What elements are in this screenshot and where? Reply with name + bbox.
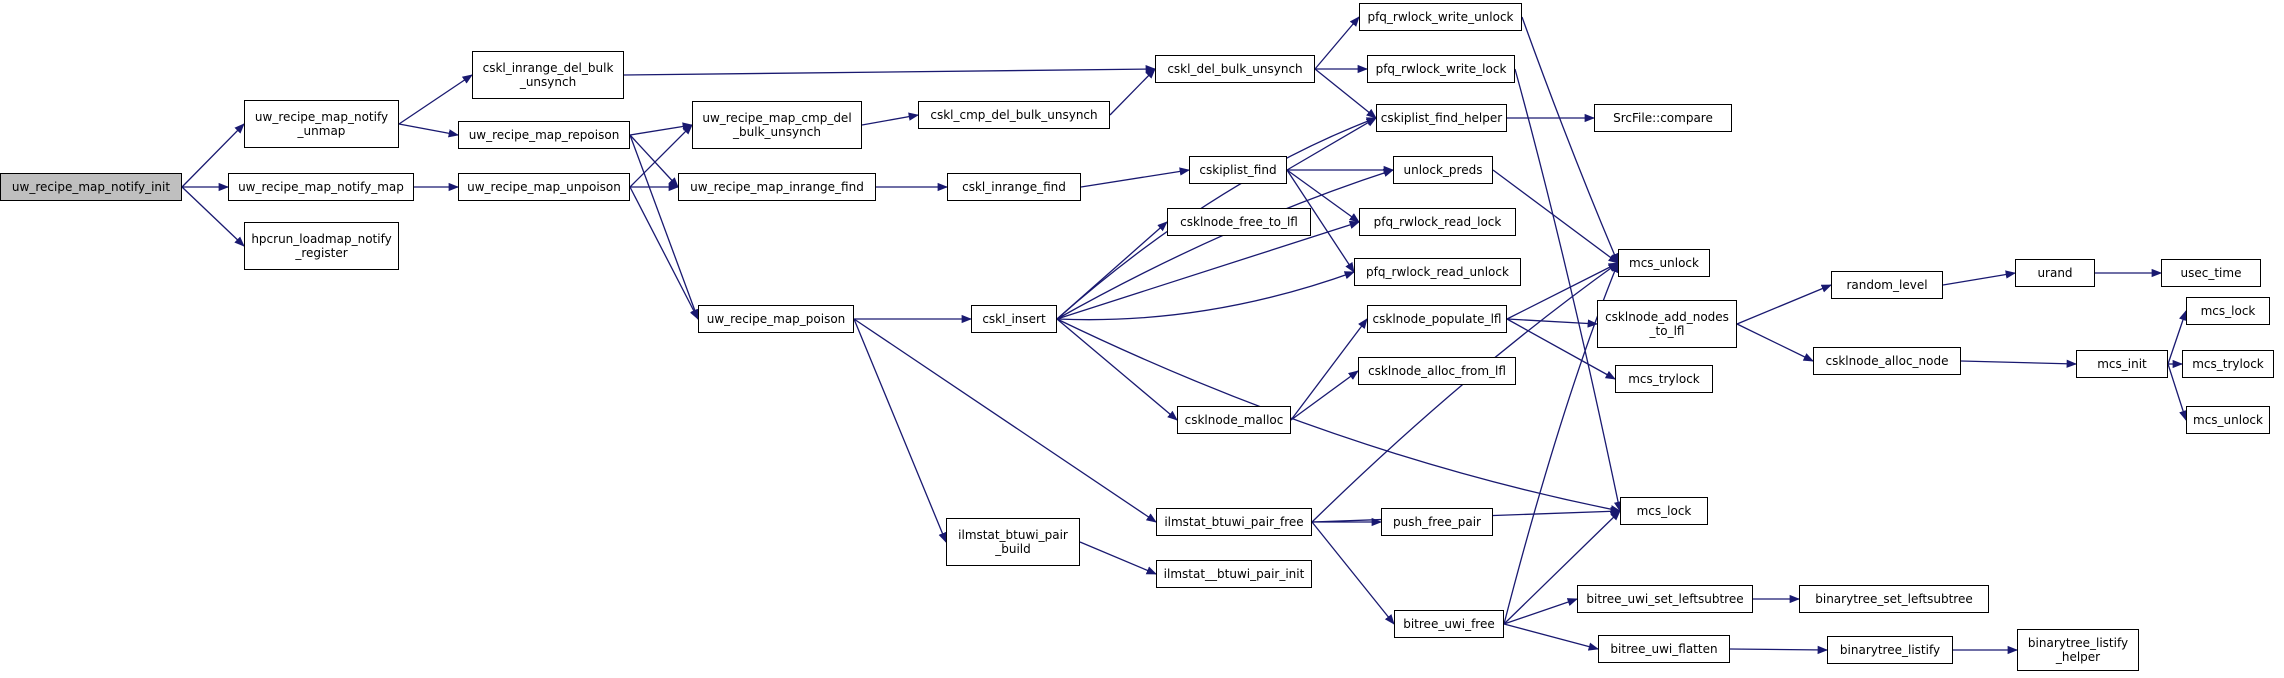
edge-n7-n8 (629, 124, 693, 188)
node-uw-recipe-map-notify-map[interactable]: uw_recipe_map_notify_map (228, 173, 414, 201)
node-cskl-inrange-del-bulk-unsynch[interactable]: cskl_inrange_del_bulk _unsynch (472, 51, 624, 99)
edge-n37-n47 (1729, 645, 1829, 655)
edge-n6-n9 (629, 134, 679, 188)
node-uw-recipe-map-repoison[interactable]: uw_recipe_map_repoison (458, 121, 630, 149)
node-pfq-rwlock-read-lock[interactable]: pfq_rwlock_read_lock (1359, 208, 1516, 236)
node-ilmstat-btuwi-pair-init[interactable]: ilmstat__btuwi_pair_init (1156, 560, 1312, 588)
edge-n2-n6 (398, 123, 460, 138)
node-csklnode-malloc[interactable]: csklnode_malloc (1177, 406, 1291, 434)
node-mcs-trylock[interactable]: mcs_trylock (1615, 365, 1713, 393)
edge-n33-n38 (1736, 284, 1832, 325)
edge-n7-n10 (629, 186, 699, 320)
edge-n8-n12 (861, 112, 920, 126)
edge-n30-n37 (1503, 623, 1600, 651)
edge-n26-n25 (1290, 370, 1359, 421)
node-mcs-init[interactable]: mcs_init (2076, 350, 2168, 378)
node-urand[interactable]: urand (2015, 259, 2095, 287)
node-mcs-trylock-2[interactable]: mcs_trylock (2182, 350, 2274, 378)
node-pfq-rwlock-read-unlock[interactable]: pfq_rwlock_read_unlock (1354, 258, 1521, 286)
edge-n10-n27 (853, 318, 1157, 523)
node-bitree-uwi-flatten[interactable]: bitree_uwi_flatten (1598, 635, 1730, 663)
node-srcfile-compare[interactable]: SrcFile::compare (1594, 104, 1732, 132)
edge-n38-n40 (1942, 270, 2017, 286)
node-ilmstat-btuwi-pair-build[interactable]: ilmstat_btuwi_pair _build (946, 518, 1080, 566)
edge-n14-n18 (1056, 117, 1377, 320)
edge-n11-n16 (1314, 16, 1360, 70)
edge-n2-n5 (398, 74, 473, 125)
edge-n26-n24 (1290, 318, 1368, 421)
edge-n10-n15 (853, 318, 947, 543)
node-csklnode-add-nodes-to-lfl[interactable]: csklnode_add_nodes _to_lfl (1597, 300, 1737, 348)
node-uw-recipe-map-notify-unmap[interactable]: uw_recipe_map_notify _unmap (244, 100, 399, 148)
node-uw-recipe-map-inrange-find[interactable]: uw_recipe_map_inrange_find (678, 173, 876, 201)
node-usec-time[interactable]: usec_time (2161, 259, 2261, 287)
edge-n5-n11 (623, 64, 1157, 76)
node-pfq-rwlock-write-lock[interactable]: pfq_rwlock_write_lock (1367, 55, 1515, 83)
edge-n19-n22 (1286, 169, 1360, 223)
node-mcs-unlock-2[interactable]: mcs_unlock (2186, 406, 2270, 434)
edge-n24-n32 (1506, 262, 1619, 320)
edge-n1-n4 (181, 186, 245, 247)
edge-n1-n2 (181, 123, 245, 188)
edge-n19-n18 (1286, 117, 1377, 171)
node-ilmstat-btuwi-pair-free[interactable]: ilmstat_btuwi_pair_free (1156, 508, 1312, 536)
node-push-free-pair[interactable]: push_free_pair (1381, 508, 1493, 536)
node-csklnode-free-to-lfl[interactable]: csklnode_free_to_lfl (1167, 208, 1311, 236)
node-mcs-unlock[interactable]: mcs_unlock (1618, 249, 1710, 277)
node-mcs-lock-2[interactable]: mcs_lock (2186, 297, 2270, 325)
edge-n27-n30 (1311, 521, 1395, 625)
edge-n27-n32 (1311, 262, 1619, 523)
node-csklnode-alloc-node[interactable]: csklnode_alloc_node (1813, 347, 1961, 375)
edge-n14-n22 (1056, 220, 1360, 320)
node-cskl-del-bulk-unsynch[interactable]: cskl_del_bulk_unsynch (1155, 55, 1315, 83)
node-unlock-preds[interactable]: unlock_preds (1393, 156, 1493, 184)
edge-n14-n26 (1056, 318, 1178, 421)
edge-n14-n21 (1056, 221, 1168, 320)
node-cskl-insert[interactable]: cskl_insert (971, 305, 1057, 333)
edge-n16-n32 (1521, 16, 1619, 264)
node-binarytree-set-leftsubtree[interactable]: binarytree_set_leftsubtree (1799, 585, 1989, 613)
node-uw-recipe-map-cmp-del-bulk-unsynch[interactable]: uw_recipe_map_cmp_del _bulk_unsynch (692, 101, 862, 149)
node-pfq-rwlock-write-unlock[interactable]: pfq_rwlock_write_unlock (1359, 3, 1522, 31)
edge-n30-n35 (1503, 510, 1621, 625)
edge-n14-n20 (1056, 168, 1394, 320)
node-csklnode-alloc-from-lfl[interactable]: csklnode_alloc_from_lfl (1358, 357, 1516, 385)
edge-n24-n34 (1506, 318, 1616, 380)
node-cskl-inrange-find[interactable]: cskl_inrange_find (947, 173, 1081, 201)
node-hpcrun-loadmap-notify-register[interactable]: hpcrun_loadmap_notify _register (244, 222, 399, 270)
edge-n17-n35 (1514, 68, 1623, 513)
edge-n33-n39 (1736, 323, 1814, 362)
node-uw-recipe-map-notify-init[interactable]: uw_recipe_map_notify_init (0, 173, 182, 201)
edge-n39-n42 (1960, 359, 2078, 368)
node-random-level[interactable]: random_level (1831, 271, 1943, 299)
edge-n14-n35 (1056, 318, 1622, 514)
edge-n24-n33 (1506, 318, 1599, 328)
edge-n20-n32 (1492, 169, 1619, 264)
node-bitree-uwi-free[interactable]: bitree_uwi_free (1394, 610, 1504, 638)
edge-n12-n11 (1109, 68, 1156, 116)
node-csklnode-populate-lfl[interactable]: csklnode_populate_lfl (1367, 305, 1507, 333)
node-uw-recipe-map-unpoison[interactable]: uw_recipe_map_unpoison (458, 173, 630, 201)
edge-n30-n36 (1503, 598, 1578, 625)
edge-n13-n19 (1080, 167, 1191, 188)
edge-n42-n43 (2167, 310, 2187, 365)
edge-n6-n10 (629, 134, 699, 320)
node-uw-recipe-map-poison[interactable]: uw_recipe_map_poison (698, 305, 854, 333)
node-bitree-uwi-set-leftsubtree[interactable]: bitree_uwi_set_leftsubtree (1577, 585, 1753, 613)
edge-n15-n28 (1079, 541, 1157, 575)
edge-n14-n23 (1056, 271, 1355, 321)
node-mcs-lock[interactable]: mcs_lock (1620, 497, 1708, 525)
node-binarytree-listify[interactable]: binarytree_listify (1827, 636, 1953, 664)
node-binarytree-listify-helper[interactable]: binarytree_listify _helper (2017, 629, 2139, 671)
edge-n19-n23 (1286, 169, 1355, 273)
edge-n11-n18 (1314, 68, 1377, 119)
node-cskiplist-find-helper[interactable]: cskiplist_find_helper (1376, 104, 1507, 132)
node-cskl-cmp-del-bulk-unsynch[interactable]: cskl_cmp_del_bulk_unsynch (918, 101, 1110, 129)
node-cskiplist-find[interactable]: cskiplist_find (1189, 156, 1287, 184)
edge-n42-n45 (2167, 363, 2188, 421)
